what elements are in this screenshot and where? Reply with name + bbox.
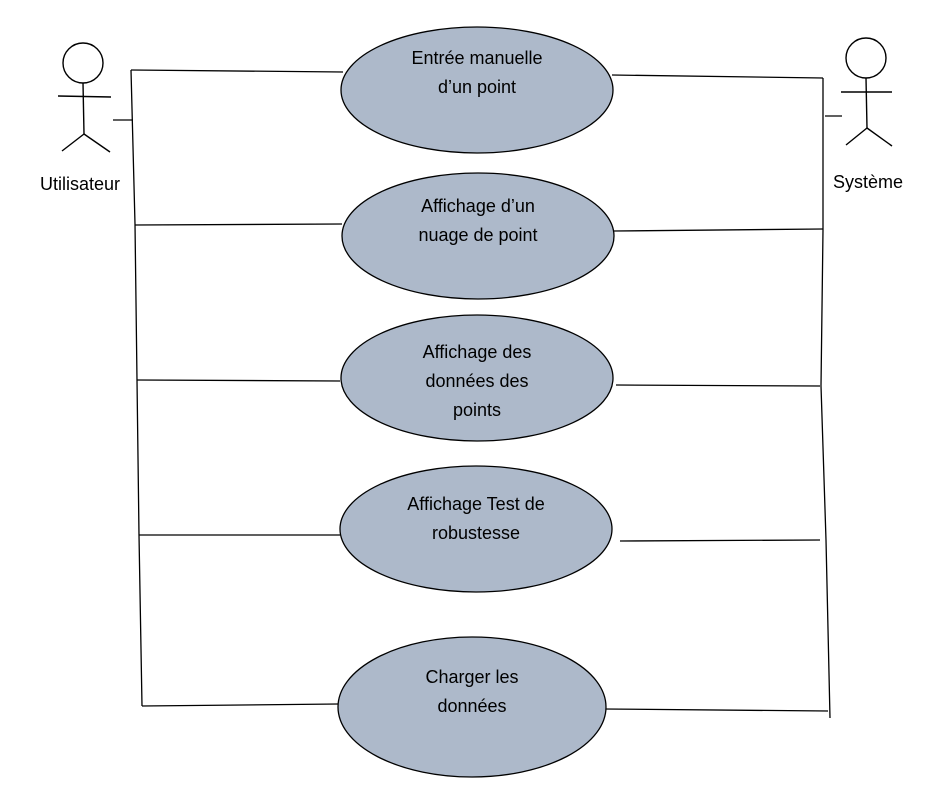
use-case-label-line: données des	[425, 371, 528, 391]
use-case-ellipse	[340, 26, 614, 154]
actor-left-leg	[845, 127, 868, 146]
use-case-entree-manuelle: Entrée manuelle d’un point	[340, 26, 614, 154]
actor-right-leg	[866, 127, 893, 147]
actor-arms	[57, 95, 112, 98]
use-case-affichage-test: Affichage Test de robustesse	[339, 465, 613, 593]
actor-label-systeme: Système	[833, 172, 903, 192]
left-connector-bus	[113, 69, 344, 707]
use-case-affichage-donnees: Affichage des données des points	[340, 314, 614, 442]
connector-line	[134, 223, 343, 226]
actor-head	[845, 37, 887, 79]
use-case-label-line: Affichage d’un	[421, 196, 535, 216]
right-connector-bus	[603, 74, 842, 719]
left-vertical-line	[130, 69, 143, 707]
connector-line	[141, 703, 339, 707]
connector-line	[130, 69, 344, 73]
use-case-label-line: points	[453, 400, 501, 420]
actor-head	[62, 42, 104, 84]
use-case-label-line: robustesse	[432, 523, 520, 543]
connector-line	[615, 384, 821, 387]
connector-line	[136, 379, 341, 382]
use-case-charger-donnees: Charger les données	[337, 636, 607, 778]
actor-systeme: Système	[833, 37, 903, 192]
connector-line	[619, 539, 821, 542]
use-case-label-line: Charger les	[425, 667, 518, 687]
connector-line	[613, 228, 824, 232]
use-case-label-line: Affichage Test de	[407, 494, 544, 514]
use-case-label-line: Affichage des	[423, 342, 532, 362]
connector-line	[603, 708, 829, 712]
actor-body	[82, 82, 85, 135]
use-case-ellipse	[340, 314, 614, 442]
use-case-label-line: Entrée manuelle	[411, 48, 542, 68]
actor-right-leg	[83, 133, 111, 153]
actor-left-leg	[61, 133, 85, 152]
actor-utilisateur: Utilisateur	[40, 42, 120, 194]
use-case-ellipse	[337, 636, 607, 778]
use-case-label-line: données	[437, 696, 506, 716]
use-case-affichage-nuage: Affichage d’un nuage de point	[341, 172, 615, 300]
connector-line	[611, 74, 824, 79]
use-case-label-line: d’un point	[438, 77, 516, 97]
use-case-label-line: nuage de point	[418, 225, 537, 245]
actor-label-utilisateur: Utilisateur	[40, 174, 120, 194]
right-vertical-line	[820, 78, 831, 719]
use-case-ellipse	[339, 465, 613, 593]
actor-body	[865, 77, 868, 129]
use-case-ellipse	[341, 172, 615, 300]
